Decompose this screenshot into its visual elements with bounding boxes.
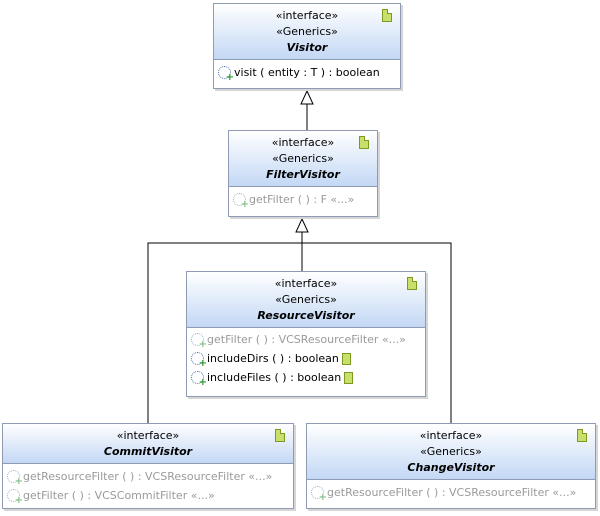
operation[interactable]: getFilter ( ) : VCSCommitFilter «...» xyxy=(7,486,289,506)
operation[interactable]: visit ( entity : T ) : boolean xyxy=(218,63,396,83)
stereotype-interface: «interface» xyxy=(274,277,338,290)
class-name: Visitor xyxy=(286,41,328,54)
class-name: FilterVisitor xyxy=(266,168,340,181)
stereotype-interface: «interface» xyxy=(419,429,483,442)
class-header: «interface» «Generics» FilterVisitor xyxy=(229,131,377,187)
operation[interactable]: getResourceFilter ( ) : VCSResourceFilte… xyxy=(311,483,591,503)
class-header: «interface» CommitVisitor xyxy=(3,424,293,464)
operation[interactable]: getFilter ( ) : VCSResourceFilter «...» xyxy=(191,330,421,350)
class-header: «interface» «Generics» ChangeVisitor xyxy=(307,424,595,480)
operation-signature: getFilter ( ) : VCSCommitFilter «...» xyxy=(23,489,215,502)
stereotype-generics: «Generics» xyxy=(272,152,334,165)
operation[interactable]: getResourceFilter ( ) : VCSResourceFilte… xyxy=(7,467,289,487)
document-icon xyxy=(577,429,587,442)
method-public-icon xyxy=(311,486,327,503)
document-icon xyxy=(275,429,285,442)
operation-signature: includeFiles ( ) : boolean xyxy=(207,371,342,384)
note-icon xyxy=(344,371,354,384)
method-public-icon xyxy=(191,333,207,350)
class-name: ChangeVisitor xyxy=(407,461,495,474)
class-name: CommitVisitor xyxy=(103,445,193,458)
method-public-icon xyxy=(7,470,23,487)
document-icon xyxy=(407,277,417,290)
edge-commitvisitor-filtervisitor xyxy=(147,242,302,423)
operations-compartment: getFilter ( ) : F «...» xyxy=(229,187,377,212)
method-public-icon xyxy=(191,371,207,388)
method-public-icon xyxy=(7,489,23,506)
stereotype-interface: «interface» xyxy=(271,136,335,149)
stereotype-interface: «interface» xyxy=(116,429,180,442)
operation-signature: getFilter ( ) : VCSResourceFilter «...» xyxy=(207,333,406,346)
operations-compartment: getResourceFilter ( ) : VCSResourceFilte… xyxy=(307,480,595,505)
stereotype-generics: «Generics» xyxy=(276,25,338,38)
operation[interactable]: getFilter ( ) : F «...» xyxy=(233,190,373,210)
arrowhead-filtervisitor xyxy=(295,217,309,233)
method-public-icon xyxy=(233,193,249,210)
document-icon xyxy=(359,136,369,149)
class-name: ResourceVisitor xyxy=(257,309,355,322)
class-header: «interface» «Generics» ResourceVisitor xyxy=(187,272,425,328)
arrowhead-visitor xyxy=(300,89,314,105)
class-visitor[interactable]: «interface» «Generics» Visitor visit ( e… xyxy=(213,3,401,89)
edge-changevisitor-filtervisitor xyxy=(302,242,452,423)
operation-signature: getResourceFilter ( ) : VCSResourceFilte… xyxy=(23,470,273,483)
stereotype-generics: «Generics» xyxy=(275,293,337,306)
method-public-icon xyxy=(191,352,207,369)
operation[interactable]: includeDirs ( ) : boolean xyxy=(191,349,421,369)
operation-signature: getResourceFilter ( ) : VCSResourceFilte… xyxy=(327,486,577,499)
operation-signature: getFilter ( ) : F «...» xyxy=(249,193,355,206)
note-icon xyxy=(341,352,351,365)
operations-compartment: visit ( entity : T ) : boolean xyxy=(214,60,400,85)
operations-compartment: getResourceFilter ( ) : VCSResourceFilte… xyxy=(3,464,293,508)
stereotype-interface: «interface» xyxy=(275,9,339,22)
class-resourcevisitor[interactable]: «interface» «Generics» ResourceVisitor g… xyxy=(186,271,426,397)
class-filtervisitor[interactable]: «interface» «Generics» FilterVisitor get… xyxy=(228,130,378,217)
class-changevisitor[interactable]: «interface» «Generics» ChangeVisitor get… xyxy=(306,423,596,509)
operation-signature: visit ( entity : T ) : boolean xyxy=(234,66,380,79)
method-public-icon xyxy=(218,66,234,83)
operations-compartment: getFilter ( ) : VCSResourceFilter «...» … xyxy=(187,328,425,390)
stereotype-generics: «Generics» xyxy=(420,445,482,458)
operation[interactable]: includeFiles ( ) : boolean xyxy=(191,368,421,388)
document-icon xyxy=(382,9,392,22)
operation-signature: includeDirs ( ) : boolean xyxy=(207,352,339,365)
class-header: «interface» «Generics» Visitor xyxy=(214,4,400,60)
class-commitvisitor[interactable]: «interface» CommitVisitor getResourceFil… xyxy=(2,423,294,509)
